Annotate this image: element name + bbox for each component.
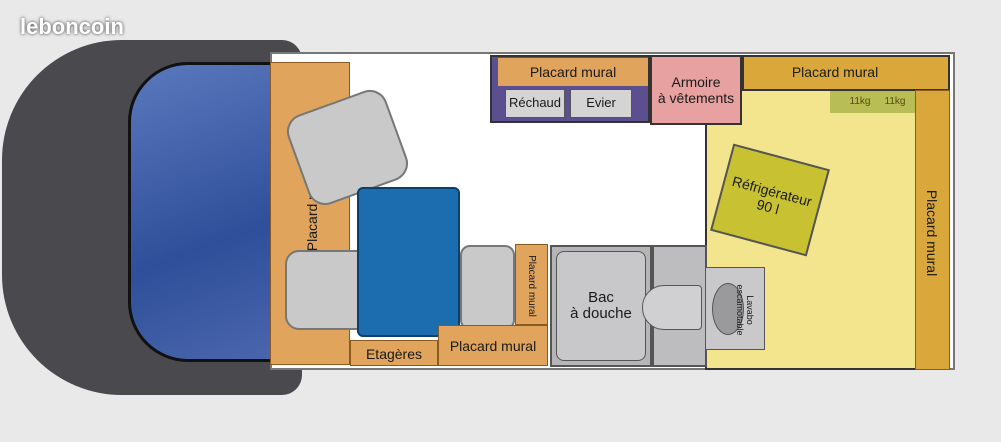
- placard-small: [515, 244, 548, 325]
- rechaud: [505, 89, 565, 118]
- shower-tray: [556, 251, 646, 361]
- placard-top-right-label: Placard mural: [791, 64, 879, 80]
- shower-label: Bac à douche: [570, 289, 632, 322]
- gas-1-label: 11kg: [849, 96, 871, 107]
- gas-bottles: [830, 91, 915, 113]
- evier: [570, 89, 632, 118]
- placard-bottom: [438, 325, 548, 366]
- placard-top-right: [742, 55, 950, 91]
- placard-small-label: Placard mural: [526, 255, 537, 317]
- gas-2-label: 11kg: [884, 96, 906, 107]
- placard-right-label: Placard mural: [924, 189, 940, 277]
- leboncoin-logo: leboncoin: [20, 14, 124, 39]
- armoire-label: Armoire à vêtements: [657, 74, 735, 106]
- etageres: [350, 340, 438, 366]
- placard-kitchen: [498, 58, 648, 86]
- rechaud-label: Réchaud: [508, 95, 562, 110]
- armoire: [650, 55, 742, 125]
- lavabo-basin: [712, 283, 744, 335]
- placard-kitchen-label: Placard mural: [529, 64, 617, 80]
- bench-seat: [460, 245, 515, 330]
- lavabo-label: Lavabo escamotable: [735, 284, 755, 336]
- placard-bottom-label: Placard mural: [449, 338, 537, 354]
- etageres-label: Etagères: [365, 346, 423, 362]
- windshield: [128, 62, 283, 362]
- placard-right: [915, 90, 950, 370]
- table: [357, 187, 460, 337]
- evier-label: Evier: [586, 95, 616, 110]
- toilet: [642, 285, 702, 330]
